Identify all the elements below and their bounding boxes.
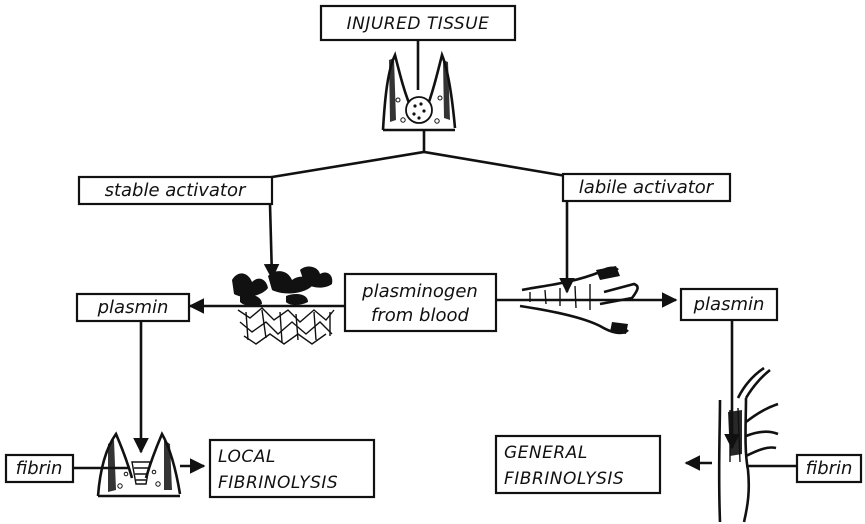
- injured-tissue-node: INJURED TISSUE: [321, 6, 515, 40]
- local-fibrinolysis-node: LOCAL FIBRINOLYSIS: [210, 440, 374, 497]
- fibrin-left-label: fibrin: [16, 458, 63, 479]
- stable-activator-label: stable activator: [105, 180, 247, 201]
- local-clot-illustration: [98, 434, 180, 496]
- local-fibrinolysis-line2: FIBRINOLYSIS: [218, 473, 338, 493]
- plasmin-left-label: plasmin: [97, 297, 169, 318]
- plasmin-right-label: plasmin: [693, 294, 765, 315]
- plasmin-left-node: plasmin: [77, 294, 189, 321]
- fibrin-left-node: fibrin: [6, 455, 73, 482]
- plasmin-right-node: plasmin: [681, 289, 777, 320]
- general-fibrinolysis-node: GENERAL FIBRINOLYSIS: [496, 436, 660, 493]
- local-fibrinolysis-line1: LOCAL: [218, 447, 276, 467]
- labile-activator-node: labile activator: [563, 174, 730, 201]
- fibrin-right-node: fibrin: [797, 455, 861, 482]
- plasminogen-node: plasminogen from blood: [345, 274, 496, 331]
- branched-vessel-illustration: [719, 368, 778, 522]
- fibrin-right-label: fibrin: [806, 458, 853, 479]
- injured-tissue-label: INJURED TISSUE: [347, 14, 490, 34]
- plasminogen-label-line2: from blood: [371, 305, 469, 326]
- general-fibrinolysis-line2: FIBRINOLYSIS: [504, 469, 624, 489]
- labile-activator-label: labile activator: [579, 177, 715, 198]
- general-fibrinolysis-line1: GENERAL: [504, 443, 588, 463]
- plasminogen-label-line1: plasminogen: [361, 281, 478, 302]
- stable-activator-node: stable activator: [79, 177, 272, 204]
